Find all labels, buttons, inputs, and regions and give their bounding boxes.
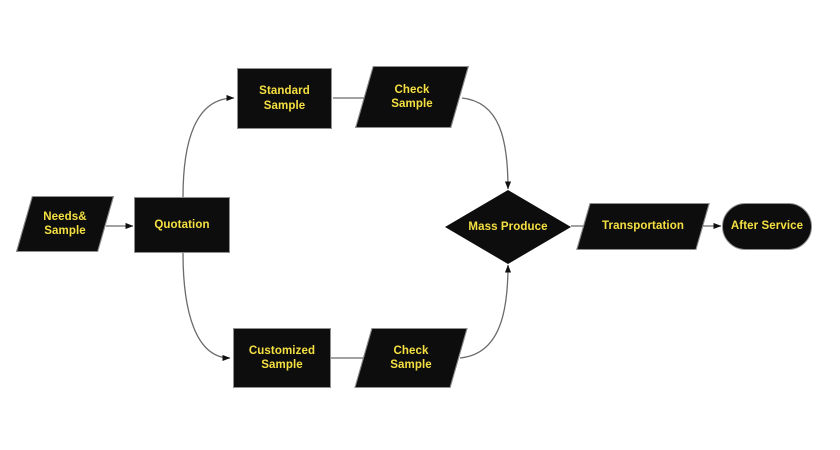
node-label-transportation: Transportation — [602, 220, 684, 233]
node-quotation[interactable]: Quotation — [134, 197, 230, 253]
node-label-needs-sample: Needs& Sample — [43, 210, 87, 237]
node-label-mass-produce: Mass Produce — [468, 220, 548, 233]
edge-check-top-to-massproduce — [461, 97, 512, 190]
node-label-check-sample-bottom: Check Sample — [390, 344, 432, 371]
node-check-sample-bottom[interactable]: Check Sample — [354, 328, 468, 388]
node-mass-produce[interactable]: Mass Produce — [445, 190, 571, 264]
node-check-sample-top[interactable]: Check Sample — [355, 66, 469, 128]
node-label-after-service: After Service — [730, 220, 804, 233]
node-needs-sample[interactable]: Needs& Sample — [15, 196, 115, 252]
node-customized-sample[interactable]: Customized Sample — [233, 328, 331, 388]
node-standard-sample[interactable]: Standard Sample — [237, 68, 332, 129]
edge-check-bot-to-massproduce — [459, 264, 512, 359]
node-transportation[interactable]: Transportation — [576, 203, 710, 250]
edge-quotation-to-customized — [182, 252, 231, 362]
node-label-standard-sample: Standard Sample — [259, 85, 310, 112]
node-label-check-sample-top: Check Sample — [391, 83, 433, 110]
node-after-service[interactable]: After Service — [722, 203, 812, 250]
node-label-customized-sample: Customized Sample — [248, 344, 316, 371]
edge-quotation-to-standard — [182, 94, 235, 198]
node-label-quotation: Quotation — [154, 218, 210, 231]
